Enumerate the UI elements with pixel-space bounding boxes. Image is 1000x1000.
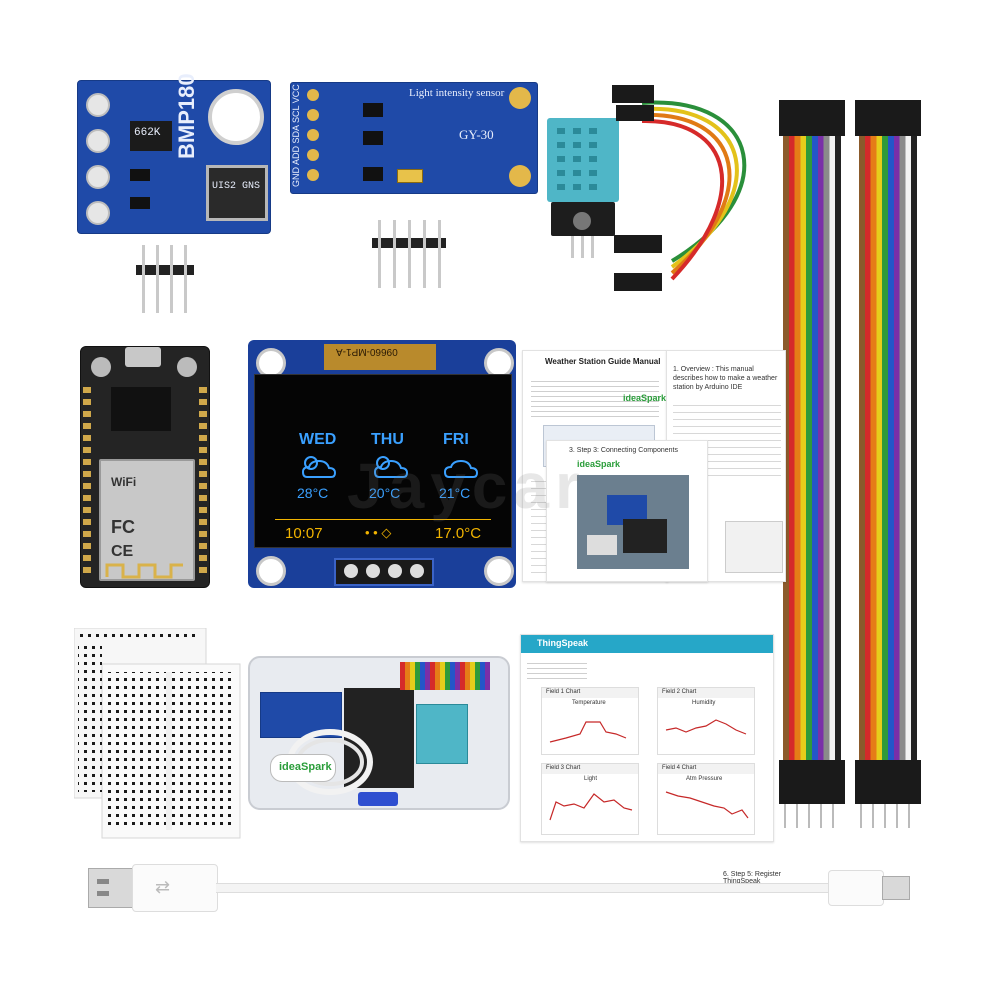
box-brand: ideaSpark (279, 761, 332, 773)
ts-chart-1: Field 2 Chart Humidity (657, 687, 755, 755)
bmp180-label: BMP180 (174, 73, 199, 159)
thingspeak-navbar: ThingSpeak (521, 635, 773, 653)
nodemcu-board: WiFi FC CE (80, 346, 210, 588)
ts-chart-2-title: Light (584, 776, 598, 782)
dht11-grille (557, 128, 597, 190)
forecast-day-0-temp: 28°C (297, 485, 329, 501)
gy30-pin-holes (307, 89, 321, 189)
mini-breadboards (74, 628, 241, 839)
forecast-day-1-label: THU (371, 431, 404, 448)
usb-cable-coil (287, 729, 373, 795)
box-brand-tag: ideaSpark (270, 754, 336, 782)
ts-chart-0-title: Temperature (572, 700, 606, 706)
gy30-header-pins (372, 220, 448, 288)
oled-screen: WED 28°C THU 20°C FRI 21°C 10:07 • • ◇ 1… (254, 374, 512, 548)
gy30-title: Light intensity sensor (409, 87, 505, 99)
forecast-day-1: THU 20°C (369, 431, 419, 511)
usb-a-connector (88, 868, 134, 908)
gy30-light-sensor-chip (397, 169, 423, 183)
ts-chart-3-title: Atm Pressure (686, 776, 723, 782)
gy30-module: GND ADD SDA SCL VCC Light intensity sens… (290, 82, 538, 194)
usb-cable-wire (216, 883, 828, 893)
bmp180-module: 662K BMP180 UIS2 GNS (77, 73, 271, 234)
bmp180-mount-hole (208, 89, 264, 145)
manual-brand-2: ideaSpark (577, 459, 621, 469)
manual-photo (577, 475, 689, 569)
manual-step-heading: 3. Step 3: Connecting Components (569, 447, 678, 454)
forecast-day-2-temp: 21°C (439, 485, 471, 501)
oled-module: 09660-MP1-A WED 28°C THU 20°C FRI 21°C (248, 340, 516, 588)
ts-chart-3-label: Field 4 Chart (662, 765, 697, 771)
ts-chart-1-label: Field 2 Chart (662, 689, 697, 695)
micro-usb-connector (882, 876, 910, 900)
cloud-icon (443, 459, 479, 478)
usb-symbol-icon: ⇄ (155, 877, 171, 897)
gy30-mount-hole-top (509, 87, 531, 109)
pcb-antenna (105, 563, 183, 579)
forecast-day-2-label: FRI (443, 431, 469, 448)
ribbon-jumper-wires (779, 100, 921, 828)
usb-a-housing: ⇄ (132, 864, 218, 912)
bmp180-sensor-chip (206, 165, 268, 221)
oled-page-dots: • • ◇ (365, 525, 392, 540)
bmp180-pin-holes (86, 93, 110, 227)
oled-pin-header (334, 558, 434, 586)
jumper-cable-short (612, 85, 747, 291)
ts-chart-1-title: Humidity (692, 700, 716, 706)
oled-current-temp: 17.0°C (435, 525, 482, 542)
usb-cable: ⇄ (88, 862, 914, 914)
oled-flex-ribbon (324, 344, 436, 370)
ts-chart-0: Field 1 Chart Temperature (541, 687, 639, 755)
partly-cloudy-icon (373, 456, 409, 478)
bmp180-regulator-chip (130, 121, 172, 151)
ts-chart-2-label: Field 3 Chart (546, 765, 581, 771)
bmp180-chip-text: 662K (134, 127, 161, 139)
forecast-day-0: WED 28°C (297, 431, 347, 511)
wifi-logo-text: WiFi (111, 475, 137, 489)
micro-usb-port (125, 347, 161, 367)
forecast-day-1-temp: 20°C (369, 485, 401, 501)
esp-module-shield (99, 459, 195, 581)
gy30-mount-hole-bottom (509, 165, 531, 187)
partly-cloudy-icon (301, 456, 337, 478)
bmp180-header-pins (136, 245, 196, 313)
oled-top-label: 09660-MP1-A (336, 346, 398, 357)
storage-box: ideaSpark (248, 656, 510, 810)
ts-chart-3: Field 4 Chart Atm Pressure (657, 763, 755, 835)
manual-step5: 6. Step 5: Register ThingSpeak (723, 871, 781, 885)
manual-page-3: 3. Step 3: Connecting Components ideaSpa… (347, 440, 708, 582)
dht11-module (547, 118, 619, 258)
manual-title: Weather Station Guide Manual (545, 357, 661, 366)
forecast-day-0-label: WED (299, 431, 337, 448)
fc-mark: FC (111, 517, 135, 537)
forecast-day-2: FRI 21°C (439, 431, 489, 511)
micro-usb-housing (828, 870, 884, 906)
manual-brand: ideaSpark (623, 393, 667, 403)
gy30-model: GY-30 (459, 127, 494, 142)
manual-overview: 1. Overview : This manual describes how … (673, 366, 778, 391)
oled-time: 10:07 (285, 525, 323, 542)
bmp180-sensor-text: UIS2 GNS (212, 181, 261, 192)
ce-mark: CE (111, 543, 134, 560)
oled-divider (275, 519, 491, 520)
gy30-pin-labels: GND ADD SDA SCL VCC (291, 84, 301, 187)
thingspeak-logo: ThingSpeak (537, 638, 589, 648)
manual-watermark: Jaycar (347, 450, 586, 522)
ts-chart-0-label: Field 1 Chart (546, 689, 581, 695)
thingspeak-page: ThingSpeak Field 1 Chart Temperature Fie… (520, 634, 774, 842)
ts-chart-2: Field 3 Chart Light (541, 763, 639, 835)
